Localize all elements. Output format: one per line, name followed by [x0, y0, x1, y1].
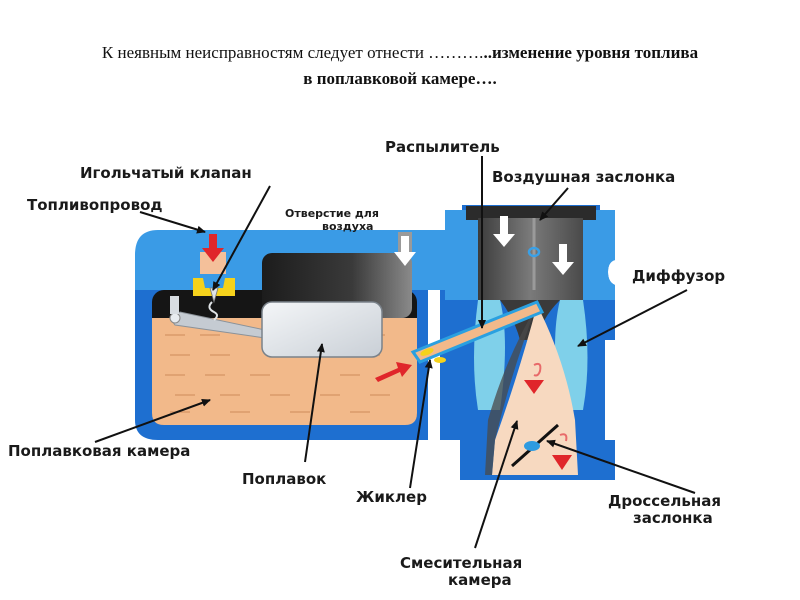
leader-diffuzor — [577, 289, 688, 347]
label-igolchaty-klapan: Игольчатый клапан — [80, 164, 252, 182]
label-toplivoprovod: Топливопровод — [27, 196, 163, 214]
caption-line-2: в поплавковой камере…. — [0, 66, 800, 92]
mixture-arrow-upper — [524, 362, 544, 394]
air-arrow-left — [493, 216, 515, 247]
caption-bold: ..изменение уровня топлива — [483, 43, 699, 62]
label-smesitelnaya-line1: Смесительная — [400, 554, 522, 572]
fuel-inlet — [200, 252, 226, 274]
caption-line-1: К неявным неисправностям следует отнести… — [0, 40, 800, 66]
float — [261, 301, 383, 358]
float-chamber-housing — [135, 230, 445, 440]
air-intake-tube — [478, 218, 583, 300]
label-vozdushnaya-zaslonka: Воздушная заслонка — [492, 168, 675, 186]
label-raspylitel: Распылитель — [385, 138, 500, 156]
leader-smesitelnaya — [474, 420, 519, 549]
label-drosselnaya-line1: Дроссельная — [608, 492, 721, 510]
sprayer-nozzle — [410, 300, 545, 364]
leader-drosselnaya — [546, 439, 696, 494]
leader-toplivoprovod — [139, 211, 206, 234]
label-diffuzor: Диффузор — [632, 267, 725, 285]
leader-zhikler — [409, 359, 433, 489]
caption-bold-line-2: в поплавковой камере…. — [303, 69, 497, 88]
label-otverstie-line2: воздуха — [322, 220, 373, 233]
air-hole-arrow — [394, 232, 416, 266]
label-zhikler: Жиклер — [356, 488, 427, 506]
label-otverstie-line1: Отверстие для — [285, 207, 379, 220]
fuel-inflow-arrow — [202, 234, 224, 262]
leader-poplavok — [304, 343, 325, 463]
label-poplavok: Поплавок — [242, 470, 326, 488]
label-poplavkovaya-kamera: Поплавковая камера — [8, 442, 190, 460]
mixture-arrow-lower — [552, 433, 572, 470]
leader-igolchaty-klapan — [212, 185, 271, 291]
air-arrow-right — [552, 244, 574, 275]
label-smesitelnaya-line2: камера — [448, 571, 512, 589]
jet-flow-arrow — [375, 362, 412, 382]
caption-plain: К неявным неисправностям следует отнести… — [101, 43, 484, 62]
slide-caption: К неявным неисправностям следует отнести… — [0, 40, 800, 92]
leader-vozdushnaya-zaslonka — [539, 187, 569, 221]
leader-lines — [94, 156, 696, 549]
needle-valve-body — [193, 278, 235, 296]
leader-poplavkovaya-kamera — [94, 398, 211, 443]
label-drosselnaya-line2: заслонка — [633, 509, 713, 527]
